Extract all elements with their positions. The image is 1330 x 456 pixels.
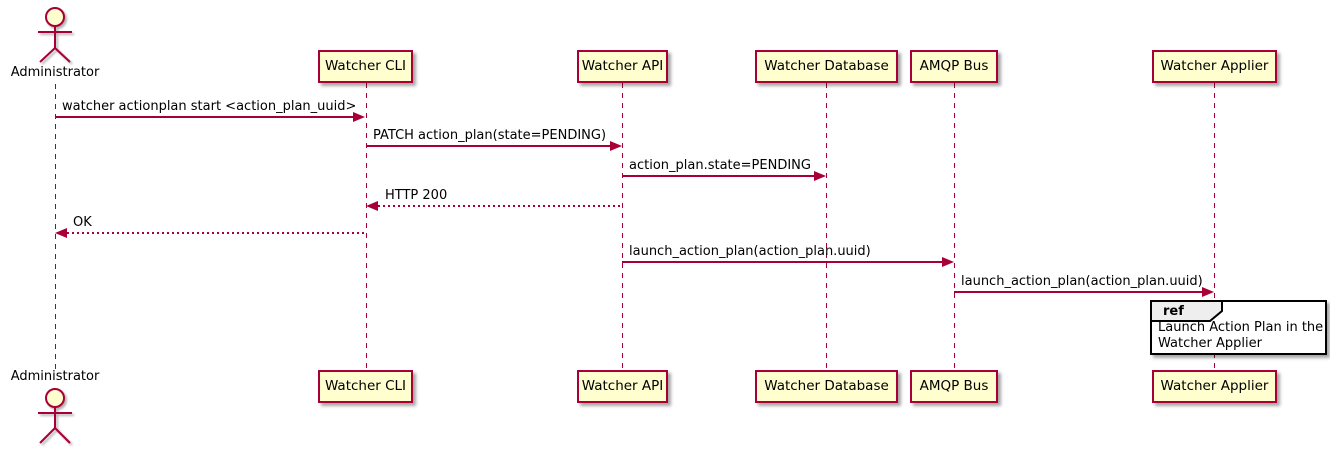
message-label: action_plan.state=PENDING bbox=[629, 158, 811, 173]
ref-text-line1: Launch Action Plan in the bbox=[1158, 320, 1324, 335]
participant-watcher-cli-bottom: Watcher CLI bbox=[318, 370, 413, 403]
actor-icon bbox=[38, 388, 72, 444]
actor-label-top: Administrator bbox=[10, 65, 100, 80]
message-line bbox=[366, 145, 611, 147]
message-line bbox=[622, 261, 942, 263]
arrowhead-icon bbox=[55, 228, 67, 238]
message-label: HTTP 200 bbox=[385, 188, 448, 203]
participant-watcher-cli-top: Watcher CLI bbox=[318, 50, 413, 83]
message-line bbox=[55, 116, 355, 118]
message-line bbox=[954, 291, 1202, 293]
actor-icon bbox=[38, 7, 72, 63]
arrowhead-icon bbox=[353, 112, 365, 122]
message-label: PATCH action_plan(state=PENDING) bbox=[373, 128, 607, 143]
participant-watcher-applier-bottom: Watcher Applier bbox=[1152, 370, 1277, 403]
participant-watcher-applier-top: Watcher Applier bbox=[1152, 50, 1277, 83]
ref-fragment: ref Launch Action Plan in the Watcher Ap… bbox=[1150, 300, 1327, 355]
participant-watcher-api-bottom: Watcher API bbox=[577, 370, 668, 403]
participant-watcher-api-top: Watcher API bbox=[577, 50, 668, 83]
message-line bbox=[67, 232, 366, 234]
ref-keyword: ref bbox=[1163, 304, 1184, 319]
participant-watcher-database-bottom: Watcher Database bbox=[755, 370, 898, 403]
message-label: watcher actionplan start <action_plan_uu… bbox=[62, 99, 357, 114]
message-line bbox=[378, 205, 622, 207]
lifeline-watcher-applier bbox=[1214, 83, 1215, 370]
message-line bbox=[622, 175, 814, 177]
arrowhead-icon bbox=[610, 141, 622, 151]
participant-watcher-database-top: Watcher Database bbox=[755, 50, 898, 83]
message-label: OK bbox=[73, 215, 92, 230]
arrowhead-icon bbox=[814, 171, 826, 181]
lifeline-watcher-cli bbox=[366, 83, 367, 370]
lifeline-watcher-database bbox=[826, 83, 827, 370]
lifeline-watcher-api bbox=[622, 83, 623, 370]
ref-text-line2: Watcher Applier bbox=[1158, 336, 1262, 351]
lifeline-amqp-bus bbox=[954, 83, 955, 370]
lifeline-administrator bbox=[55, 84, 56, 370]
arrowhead-icon bbox=[1202, 287, 1214, 297]
actor-label-bottom: Administrator bbox=[10, 369, 100, 384]
arrowhead-icon bbox=[366, 201, 378, 211]
message-label: launch_action_plan(action_plan.uuid) bbox=[629, 244, 871, 259]
participant-amqp-bus-bottom: AMQP Bus bbox=[910, 370, 998, 403]
ref-tab-icon bbox=[1150, 300, 1223, 322]
participant-amqp-bus-top: AMQP Bus bbox=[910, 50, 998, 83]
arrowhead-icon bbox=[942, 257, 954, 267]
message-label: launch_action_plan(action_plan.uuid) bbox=[961, 274, 1203, 289]
